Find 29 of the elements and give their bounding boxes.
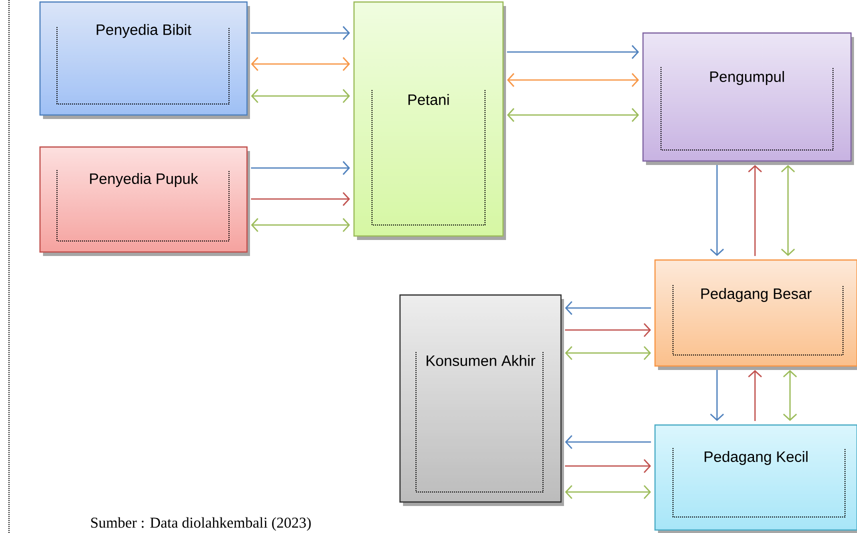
arrow: [748, 370, 762, 421]
process-box: Pedagang Kecil: [654, 424, 857, 533]
arrow: [507, 73, 639, 87]
arrow: [565, 323, 651, 337]
arrow: [710, 370, 724, 421]
process-box: Konsumen Akhir: [399, 294, 564, 506]
process-box: Pedagang Besar: [654, 259, 857, 370]
arrow: [251, 192, 350, 206]
arrow: [748, 165, 762, 256]
arrow: [565, 485, 651, 499]
arrow: [565, 301, 651, 315]
arrow: [565, 459, 651, 473]
arrow: [251, 57, 350, 71]
arrow: [507, 108, 639, 122]
arrow: [565, 435, 651, 449]
arrow: [251, 89, 350, 103]
process-box: Penyedia Bibit: [39, 1, 250, 119]
process-box: Pengumpul: [642, 32, 854, 165]
arrow: [251, 161, 350, 175]
process-box: Petani: [353, 1, 506, 240]
process-box: Penyedia Pupuk: [39, 146, 250, 256]
arrow: [781, 165, 795, 256]
arrow: [710, 165, 724, 256]
arrow: [565, 346, 651, 360]
arrow: [783, 370, 797, 421]
arrow: [251, 218, 350, 232]
caption: Sumber : Data diolahkembali (2023): [91, 517, 311, 531]
arrow: [251, 26, 350, 40]
arrow: [507, 45, 639, 59]
